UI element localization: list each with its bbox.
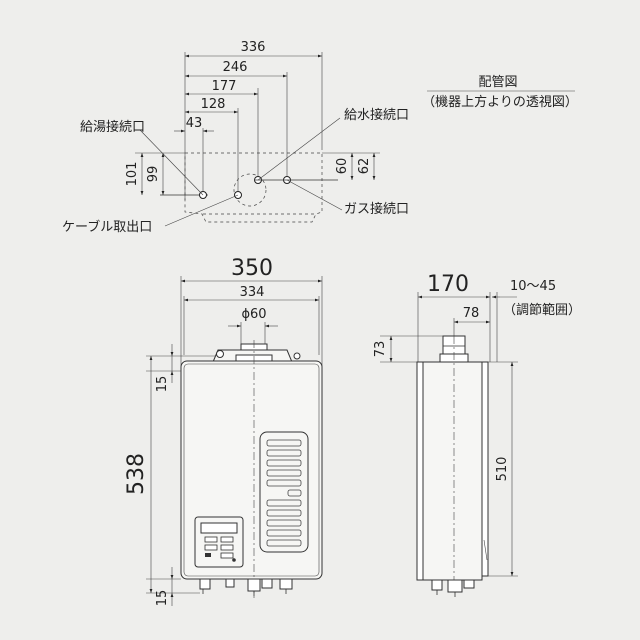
- dim-128: 128: [201, 97, 226, 112]
- dim-60: 60: [335, 158, 350, 175]
- bottom-fittings-side: [431, 579, 475, 597]
- width-334: 334: [240, 285, 265, 300]
- bottom-offset-15: 15: [155, 590, 170, 607]
- display-window: [200, 522, 238, 534]
- flue-outline-top: [233, 173, 267, 207]
- adjust-range-note: （調節範囲）: [503, 303, 581, 318]
- top-offset-15: 15: [155, 376, 170, 393]
- dim-101: 101: [125, 162, 140, 187]
- grille-slats: [266, 439, 302, 547]
- water-supply-port-label: 給水接続口: [344, 107, 409, 123]
- wall-bracket: [481, 361, 489, 577]
- piping-diagram-title: 配管図: [478, 75, 517, 90]
- side-view: 170 10～45 （調節範囲） 78 73: [373, 272, 581, 597]
- dim-246: 246: [223, 60, 248, 75]
- depth-170: 170: [427, 272, 469, 297]
- front-view: 350 334 ϕ60: [124, 256, 323, 607]
- flue-diameter: ϕ60: [241, 307, 266, 322]
- height-510: 510: [495, 457, 510, 482]
- unit-body-side: [421, 361, 483, 581]
- adjust-range: 10～45: [510, 279, 556, 294]
- gas-port-label: ガス接続口: [344, 201, 409, 217]
- flue-offset-78: 78: [463, 306, 480, 321]
- cable-outlet-label: ケーブル取出口: [62, 219, 152, 235]
- height-538: 538: [124, 453, 149, 495]
- top-view: 336 246 177 128 43 101 99 60 62: [62, 40, 578, 235]
- dim-43: 43: [186, 116, 203, 131]
- dim-336: 336: [241, 40, 266, 55]
- dim-62: 62: [357, 158, 372, 175]
- unit-outline-top: [184, 152, 323, 223]
- piping-diagram-note: （機器上方よりの透視図）: [422, 94, 578, 110]
- exhaust-grille: [259, 431, 309, 553]
- dim-99: 99: [146, 166, 161, 183]
- hot-water-port-label: 給湯接続口: [80, 119, 145, 135]
- dim-177: 177: [212, 79, 237, 94]
- width-350: 350: [231, 256, 273, 281]
- flue-height-73: 73: [373, 341, 388, 358]
- bottom-fittings-front: [199, 578, 293, 596]
